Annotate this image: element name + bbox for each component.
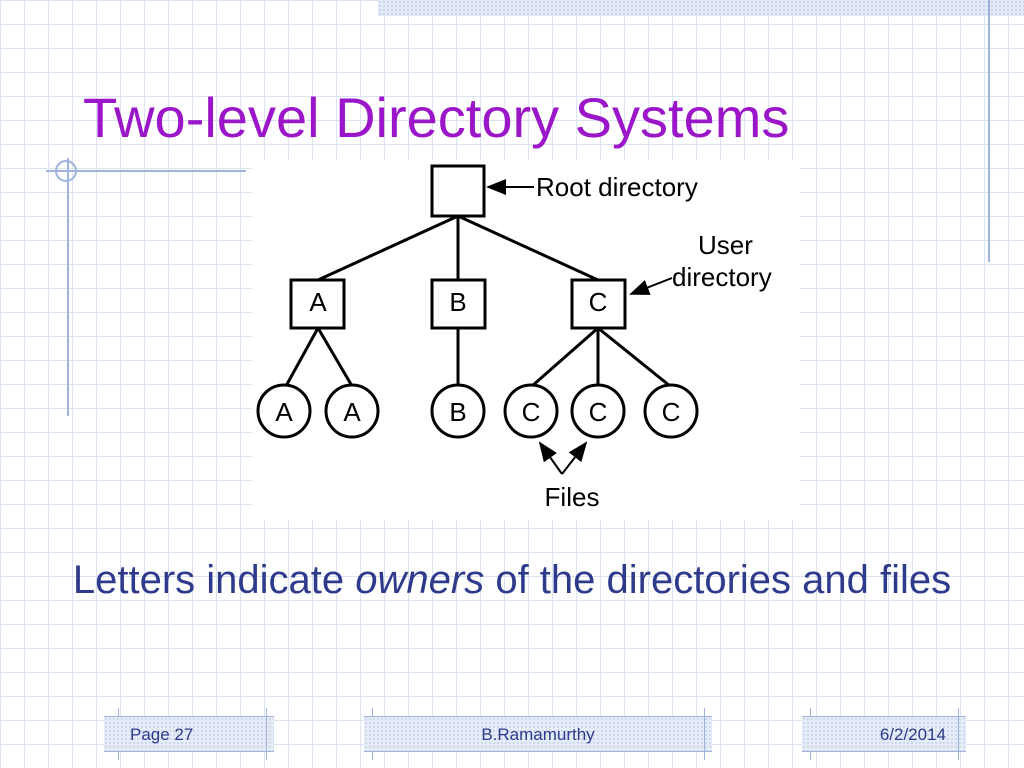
file-label: B <box>449 397 466 427</box>
top-decorative-band <box>378 0 1024 16</box>
caption-emphasis: owners <box>355 558 485 602</box>
title-underline-rule <box>46 170 246 172</box>
file-node <box>643 383 699 439</box>
edge-c-file3 <box>597 326 671 388</box>
directory-tree-svg: A B C A A B C C C Root directory User di… <box>256 164 772 512</box>
footer-author-box: B.Ramamurthy <box>364 716 712 752</box>
user-directory-arrow <box>629 277 673 295</box>
edge-a-file1 <box>284 327 320 387</box>
right-vertical-rule <box>988 0 990 262</box>
footer-date-box: 6/2/2014 <box>802 716 966 752</box>
file-label: A <box>343 397 361 427</box>
root-directory-label: Root directory <box>536 172 698 202</box>
edge-root-a <box>317 214 459 282</box>
title-ornament-icon <box>55 160 77 182</box>
edge-c-file1 <box>531 326 599 388</box>
footer-page-box: Page 27 <box>104 716 274 752</box>
user-directory-node <box>289 278 346 330</box>
footer-divider <box>704 708 705 760</box>
caption-text-start: Letters indicate <box>72 558 356 602</box>
directory-diagram: A B C A A B C C C Root directory User di… <box>252 160 800 520</box>
file-node <box>570 383 626 439</box>
edge-root-c <box>457 214 599 282</box>
files-label: Files <box>545 482 600 512</box>
file-node <box>256 383 312 439</box>
left-vertical-rule <box>67 158 69 416</box>
footer-author: B.Ramamurthy <box>481 725 595 744</box>
user-directory-label: A <box>309 287 327 317</box>
file-label: C <box>589 397 608 427</box>
file-label: A <box>275 397 293 427</box>
file-label: C <box>522 397 541 427</box>
user-directory-node <box>430 278 487 330</box>
user-directory-node <box>570 278 627 330</box>
footer-divider <box>266 708 267 760</box>
file-node <box>324 383 380 439</box>
footer-page-number: Page 27 <box>130 725 194 744</box>
slide-caption: Letters indicate owners of the directori… <box>40 556 984 604</box>
files-arrow-right <box>561 441 588 475</box>
file-node <box>503 383 559 439</box>
user-directory-label: B <box>449 287 466 317</box>
file-node <box>430 383 486 439</box>
slide-title: Two-level Directory Systems <box>83 86 790 149</box>
files-arrow-left <box>538 441 563 475</box>
user-directory-annotation-line2: directory <box>672 262 772 292</box>
footer-date: 6/2/2014 <box>879 725 946 744</box>
user-directory-label: C <box>589 287 608 317</box>
root-directory-node <box>430 164 486 218</box>
file-label: C <box>662 397 681 427</box>
caption-text-end: of the directories and files <box>484 558 952 602</box>
user-directory-annotation-line1: User <box>698 230 753 260</box>
edge-a-file2 <box>316 327 354 387</box>
footer-divider <box>958 708 959 760</box>
